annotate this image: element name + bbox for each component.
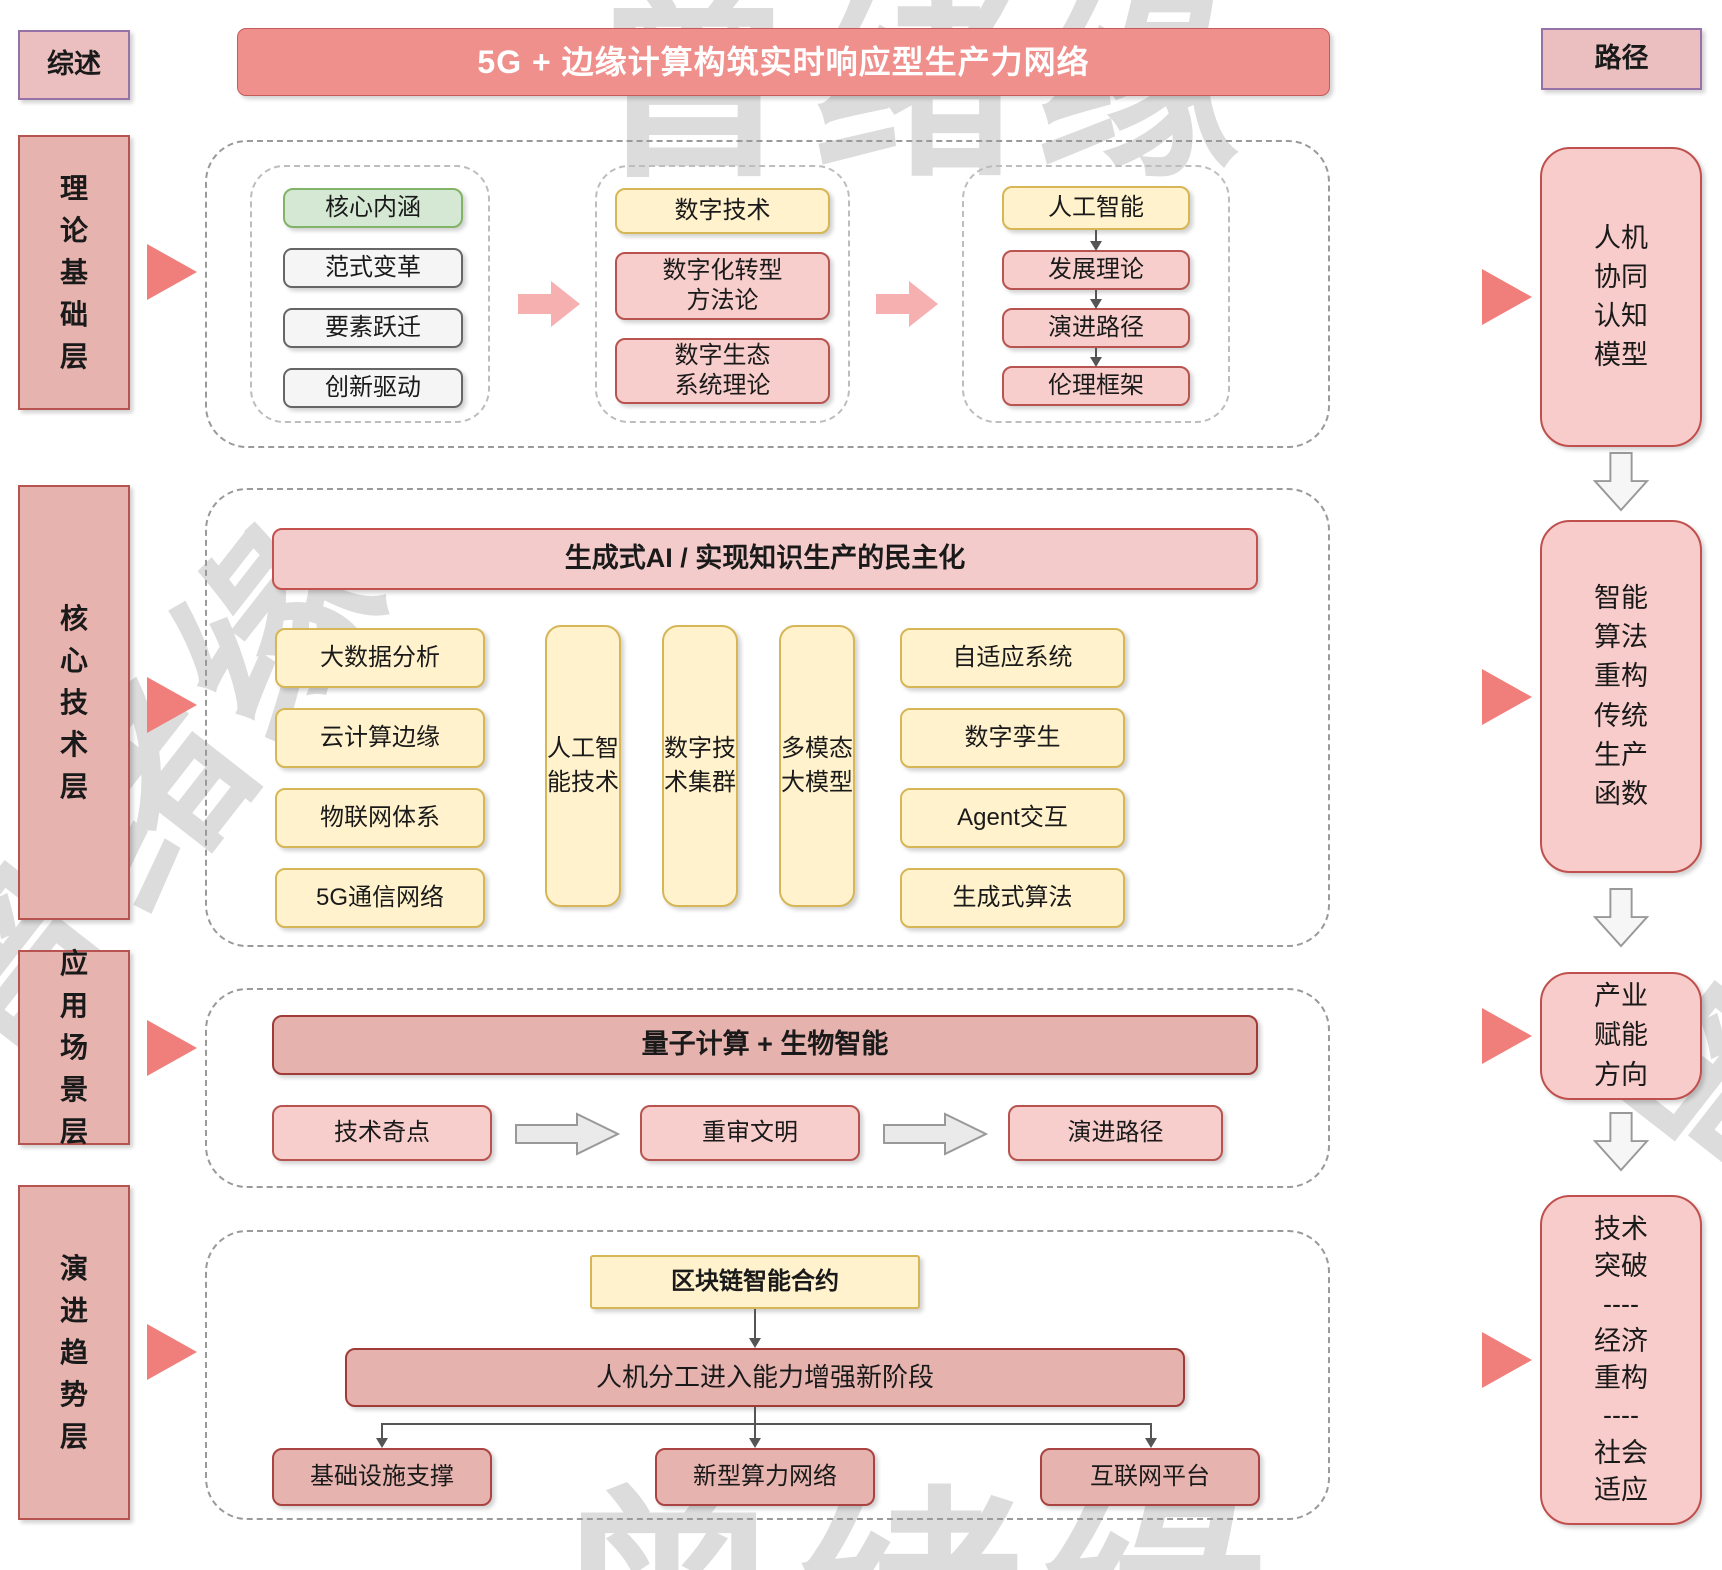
connector-line [381,1423,383,1439]
path-arrow-core-tech-icon [1482,669,1532,725]
node-agent-interaction: Agent交互 [900,788,1125,848]
node-digital-transformation-methodology: 数字化转型 方法论 [615,252,830,320]
core-tech-banner: 生成式AI / 实现知识生产的民主化 [272,528,1258,590]
path-arrow-evolution-icon [1482,1332,1532,1388]
node-adaptive-system: 自适应系统 [900,628,1125,688]
connector-arrowhead-icon [1145,1438,1157,1448]
node-big-data-analysis: 大数据分析 [275,628,485,688]
section-application [205,988,1330,1188]
connector-arrowhead-icon [1090,357,1102,367]
down-arrow-icon-2 [1592,888,1650,948]
node-human-machine-cognitive-model: 人机 协同 认知 模型 [1540,147,1702,447]
down-arrow-icon-1 [1592,452,1650,512]
pillar-digital-tech-cluster: 数字技 术集群 [662,625,738,907]
node-digital-twin: 数字孪生 [900,708,1125,768]
node-tech-singularity: 技术奇点 [272,1105,492,1161]
path-arrow-application-icon [1482,1008,1532,1064]
evolution-layer-arrow-icon [147,1324,197,1380]
connector-arrowhead-icon [1090,241,1102,251]
sidebar-layer-application: 应 用 场 景 层 [18,948,130,1147]
node-innovation-drive: 创新驱动 [283,368,463,408]
node-factor-leap: 要素跃迁 [283,308,463,348]
node-evolution-path-theory: 演进路径 [1002,308,1190,348]
node-iot-system: 物联网体系 [275,788,485,848]
connector-arrowhead-icon [749,1438,761,1448]
sidebar-layer-theory: 理 论 基 础 层 [18,135,130,410]
section-theory [205,140,1330,448]
node-development-theory: 发展理论 [1002,250,1190,290]
flow-arrow-icon-2 [883,1112,988,1156]
sidebar-layer-evolution: 演 进 趋 势 层 [18,1185,130,1520]
theory-layer-arrow-icon [147,244,197,300]
core-tech-layer-arrow-icon [147,677,197,733]
connector-arrowhead-icon [1090,299,1102,309]
group-ai [962,165,1230,423]
connector-line [1095,290,1097,300]
pillar-multimodal-model: 多模态 大模型 [779,625,855,907]
node-core-connotation: 核心内涵 [283,188,463,228]
path-arrow-theory-icon [1482,269,1532,325]
application-banner: 量子计算 + 生物智能 [272,1015,1258,1075]
section-core-tech [205,488,1330,947]
down-arrow-icon-3 [1592,1112,1650,1172]
connector-line [754,1407,756,1425]
node-reexamine-civilization: 重审文明 [640,1105,860,1161]
path-badge: 路径 [1541,28,1702,90]
node-infrastructure-support: 基础设施支撑 [272,1448,492,1506]
pillar-ai-technology: 人工智 能技术 [545,625,621,907]
group-concepts [250,165,490,423]
main-title-banner: 5G + 边缘计算构筑实时响应型生产力网络 [237,28,1330,96]
connector-line [754,1309,756,1339]
group-arrow-icon-2 [876,278,938,330]
node-industry-empowerment-direction: 产业 赋能 方向 [1540,972,1702,1100]
section-evolution [205,1230,1330,1520]
connector-line [1095,348,1097,358]
node-digital-technology: 数字技术 [615,188,830,234]
overview-badge: 综述 [18,30,130,100]
sidebar-layer-core-tech: 核 心 技 术 层 [18,485,130,920]
node-intelligent-algorithm-production-function: 智能 算法 重构 传统 生产 函数 [1540,520,1702,873]
node-5g-network: 5G通信网络 [275,868,485,928]
node-digital-ecosystem-theory: 数字生态 系统理论 [615,338,830,404]
connector-line [1095,230,1097,242]
evolution-banner: 人机分工进入能力增强新阶段 [345,1348,1185,1407]
connector-arrowhead-icon [376,1438,388,1448]
node-ethics-framework: 伦理框架 [1002,366,1190,406]
node-cloud-edge-computing: 云计算边缘 [275,708,485,768]
connector-line [382,1423,1152,1425]
node-tech-economy-society-path: 技术 突破 ---- 经济 重构 ---- 社会 适应 [1540,1195,1702,1525]
node-evolution-path-application: 演进路径 [1008,1105,1223,1161]
group-digital [595,165,850,423]
node-blockchain-smart-contract: 区块链智能合约 [590,1255,920,1309]
node-paradigm-change: 范式变革 [283,248,463,288]
node-artificial-intelligence: 人工智能 [1002,186,1190,230]
connector-arrowhead-icon [749,1338,761,1348]
connector-line [754,1423,756,1439]
group-arrow-icon-1 [518,278,580,330]
node-generative-algorithm: 生成式算法 [900,868,1125,928]
connector-line [1150,1423,1152,1439]
application-layer-arrow-icon [147,1020,197,1076]
node-internet-platform: 互联网平台 [1040,1448,1260,1506]
node-computing-power-network: 新型算力网络 [655,1448,875,1506]
flow-arrow-icon-1 [515,1112,620,1156]
